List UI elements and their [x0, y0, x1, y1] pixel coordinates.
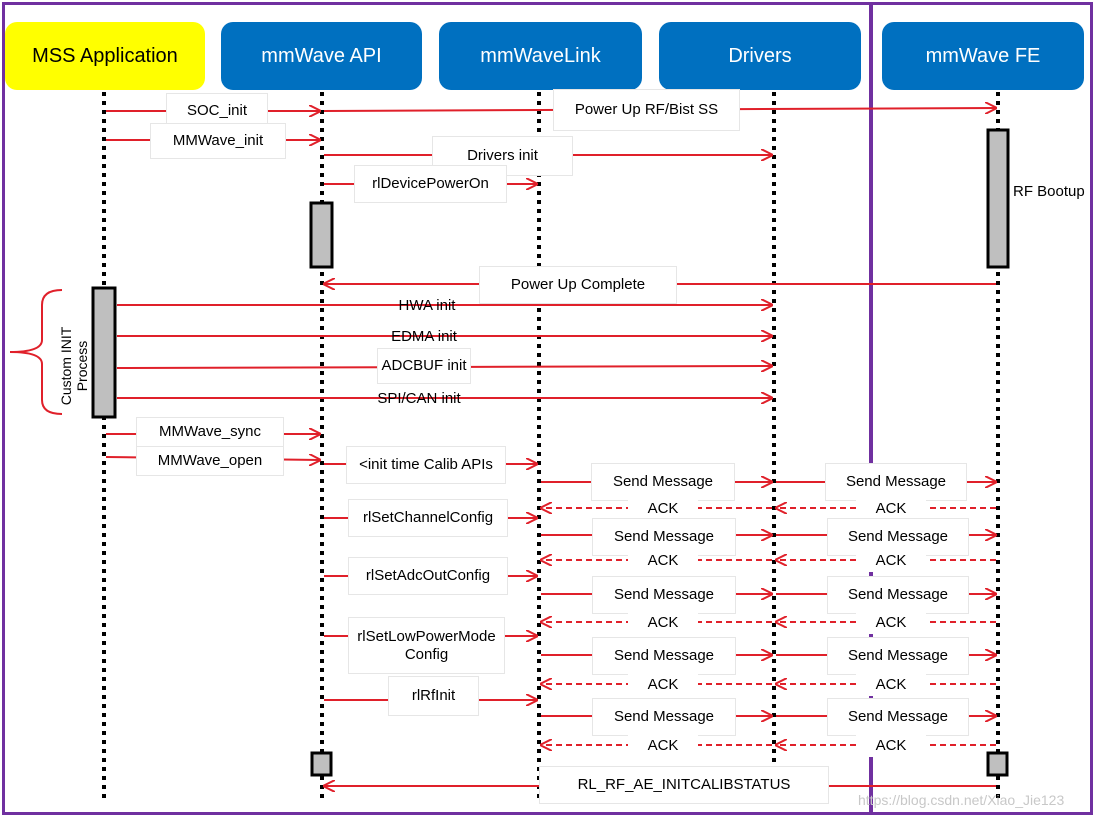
label-spi-can-init: SPI/CAN init: [377, 390, 461, 407]
label-ack-5b: ACK: [856, 735, 926, 757]
label-power-up-rf: Power Up RF/Bist SS: [554, 90, 739, 130]
label-send-message-1b: Send Message: [826, 464, 966, 500]
label-ack-3a: ACK: [628, 612, 698, 634]
label-set-channel: rlSetChannelConfig: [349, 500, 507, 536]
label-calib-status: RL_RF_AE_INITCALIBSTATUS: [540, 767, 828, 803]
activation-mss-custom: [91, 286, 117, 419]
label-send-message-3b: Send Message: [828, 577, 968, 613]
label-send-message-2b: Send Message: [828, 519, 968, 555]
label-send-message-2a: Send Message: [593, 519, 735, 555]
label-set-low-power: rlSetLowPowerMode Config: [349, 618, 504, 673]
label-power-up-complete: Power Up Complete: [480, 267, 676, 303]
label-ack-3b: ACK: [856, 612, 926, 634]
label-set-low-power-line2: Config: [404, 645, 449, 663]
label-send-message-3a: Send Message: [593, 577, 735, 613]
label-hwa-init: HWA init: [398, 297, 456, 314]
label-ack-2a: ACK: [628, 550, 698, 572]
header-mss-application: MSS Application: [5, 22, 205, 90]
label-send-message-4b: Send Message: [828, 638, 968, 674]
label-ack-1b: ACK: [856, 498, 926, 520]
activation-fe-end: [986, 751, 1009, 777]
label-set-low-power-line1: rlSetLowPowerMode: [357, 627, 496, 645]
label-mmwave-sync: MMWave_sync: [137, 418, 283, 446]
label-ack-2b: ACK: [856, 550, 926, 572]
label-edma-init: EDMA init: [391, 328, 457, 345]
label-adcbuf-init: ADCBUF init: [378, 349, 470, 383]
label-ack-4a: ACK: [628, 674, 698, 696]
header-mmwavelink: mmWaveLink: [439, 22, 642, 90]
activation-api-end: [310, 751, 333, 777]
label-device-power-on: rlDevicePowerOn: [355, 166, 506, 202]
header-mmwave-fe: mmWave FE: [882, 22, 1084, 90]
watermark: https://blog.csdn.net/Xiao_Jie123: [858, 792, 1065, 808]
label-custom-init: Custom INIT Process: [58, 326, 90, 406]
label-set-adc-out: rlSetAdcOutConfig: [349, 558, 507, 594]
activation-api: [309, 201, 334, 269]
fe-divider: [869, 2, 873, 815]
label-send-message-5b: Send Message: [828, 699, 968, 735]
header-mmwave-api: mmWave API: [221, 22, 422, 90]
label-ack-1a: ACK: [628, 498, 698, 520]
label-ack-5a: ACK: [628, 735, 698, 757]
label-send-message-5a: Send Message: [593, 699, 735, 735]
label-mmwave-init: MMWave_init: [151, 124, 285, 158]
label-init-calib: <init time Calib APIs: [347, 447, 505, 483]
label-soc-init: SOC_init: [167, 94, 267, 128]
activation-fe-bootup: [986, 128, 1010, 269]
label-ack-4b: ACK: [856, 674, 926, 696]
label-send-message-4a: Send Message: [593, 638, 735, 674]
label-rf-init: rlRfInit: [389, 677, 478, 715]
label-rf-bootup: RF Bootup: [1013, 183, 1085, 200]
label-send-message-1a: Send Message: [592, 464, 734, 500]
custom-init-brace: [9, 289, 63, 415]
header-drivers: Drivers: [659, 22, 861, 90]
label-mmwave-open: MMWave_open: [137, 447, 283, 475]
